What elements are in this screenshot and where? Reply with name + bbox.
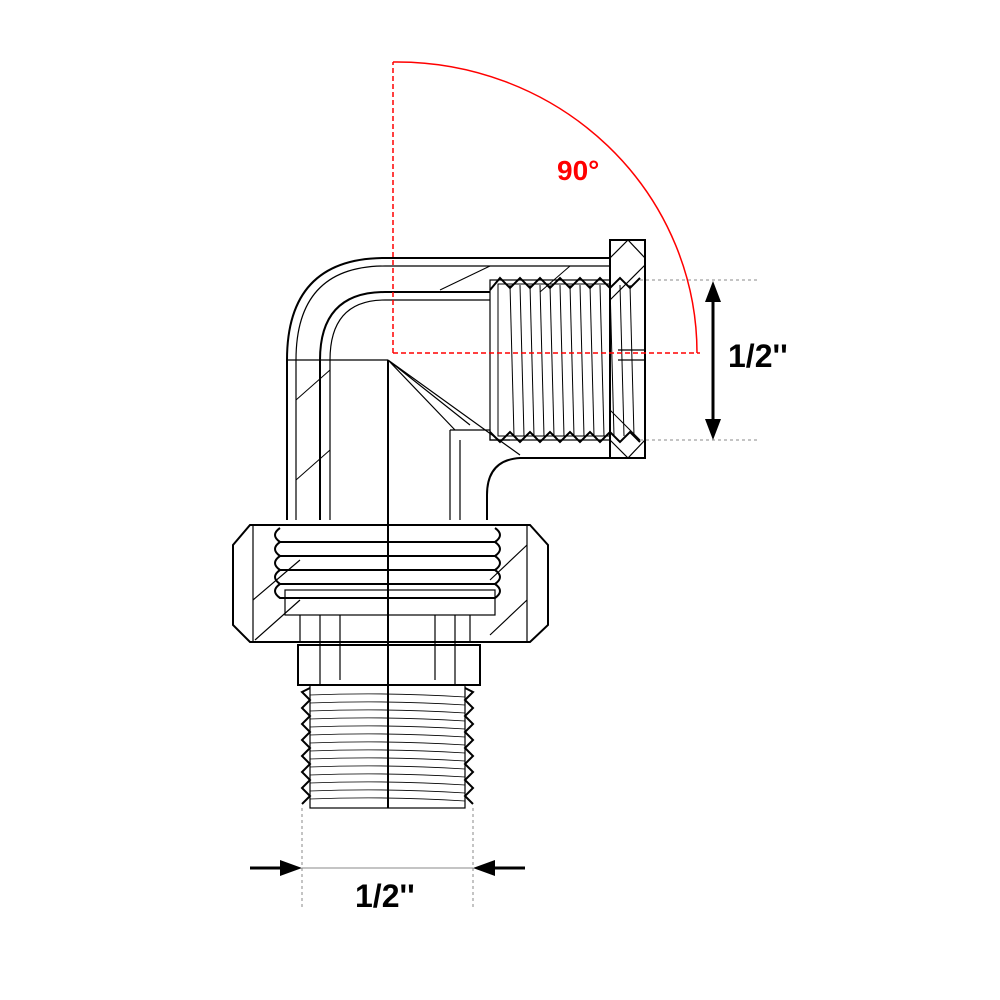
female-thread-line: [609, 284, 615, 437]
female-thread-line: [619, 284, 625, 437]
hatch-line: [439, 265, 491, 291]
male-thread-left: [300, 687, 312, 805]
angle-indicator: [392, 61, 700, 354]
female-thread-line: [539, 284, 545, 437]
elbow-outer-contour: [286, 257, 610, 520]
elbow-body: [232, 239, 646, 809]
male-thread-line: [309, 701, 466, 706]
female-thread-line: [569, 284, 575, 437]
hatch-line: [295, 369, 331, 401]
male-thread-line: [309, 725, 466, 730]
female-thread-line: [629, 284, 635, 437]
female-thread-line: [549, 284, 555, 437]
hatch-line: [539, 265, 571, 293]
nut-thread-turn: [274, 555, 501, 571]
nut-thread-turn: [274, 569, 501, 585]
male-thread-line: [309, 693, 466, 698]
hatch-line: [609, 409, 641, 441]
male-thread-line: [309, 789, 466, 794]
nut-thread-turn: [274, 583, 501, 599]
male-thread-line: [309, 749, 466, 754]
female-thread-line: [589, 284, 595, 437]
angle-label: 90°: [557, 155, 600, 186]
male-thread-line: [309, 773, 466, 778]
flange: [609, 239, 646, 459]
nut-thread-turn: [274, 527, 501, 543]
female-thread-line: [599, 284, 605, 437]
female-thread-line: [519, 284, 525, 437]
male-thread-line: [309, 781, 466, 786]
male-thread-right: [463, 687, 475, 805]
female-thread-line: [529, 284, 535, 437]
dimension-side: [640, 279, 760, 441]
male-thread-line: [309, 741, 466, 746]
female-thread-line: [579, 284, 585, 437]
dimension-bottom: [250, 808, 525, 910]
male-thread-line: [309, 797, 466, 802]
arm-lower-contour: [486, 457, 610, 520]
angle-arc: [392, 61, 698, 354]
female-thread-crest-bottom: [489, 430, 641, 444]
hex-nut: [232, 524, 549, 643]
elbow-inner-contour: [319, 291, 490, 520]
male-thread-line: [309, 757, 466, 762]
male-thread-line: [309, 709, 466, 714]
female-thread-line: [509, 284, 515, 437]
female-thread-crest-top: [489, 276, 641, 291]
bottom-dimension-label: 1/2'': [355, 878, 415, 914]
male-thread-line: [309, 733, 466, 738]
side-dimension-label: 1/2'': [728, 338, 788, 374]
male-thread-line: [309, 765, 466, 770]
male-thread-line: [309, 717, 466, 722]
nut-thread-turn: [274, 541, 501, 557]
female-thread-line: [559, 284, 565, 437]
hatch-line: [295, 449, 331, 481]
